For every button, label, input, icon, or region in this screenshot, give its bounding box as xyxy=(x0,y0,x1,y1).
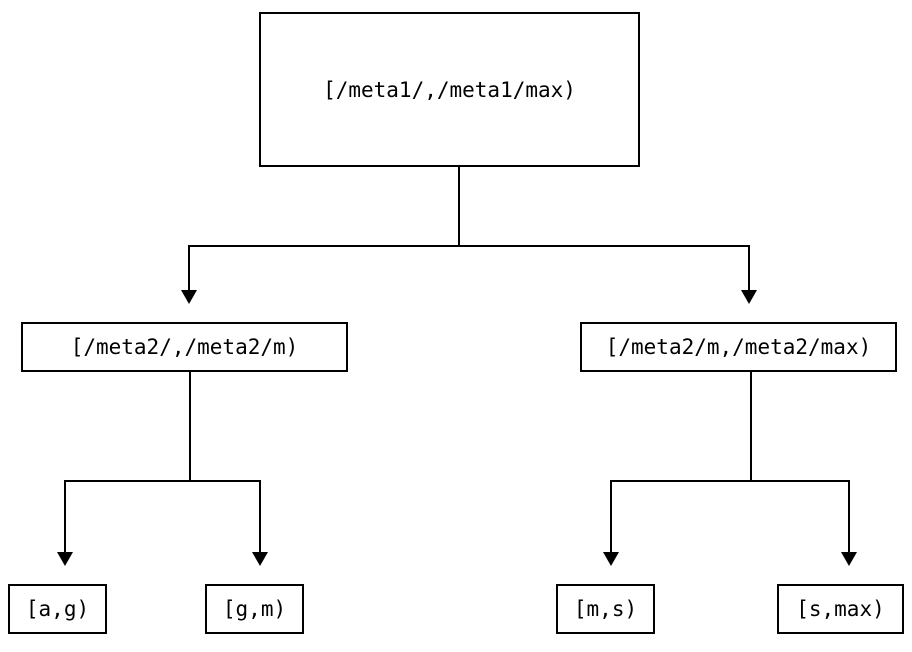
node-leaf-2[interactable]: [g,m) xyxy=(205,584,304,634)
node-leaf-4[interactable]: [s,max) xyxy=(777,584,904,634)
edge-mid-right-bus xyxy=(610,480,850,482)
edge-root-bus xyxy=(188,245,750,247)
edge-mid-left-to-leaf-1 xyxy=(64,480,66,552)
arrowhead-root-to-mid-left-icon xyxy=(181,290,197,304)
node-leaf-1[interactable]: [a,g) xyxy=(8,584,107,634)
edge-root-trunk xyxy=(458,167,460,247)
edge-mid-right-to-leaf-3 xyxy=(610,480,612,552)
arrowhead-to-leaf-4-icon xyxy=(841,552,857,566)
node-mid-right[interactable]: [/meta2/m,/meta2/max) xyxy=(580,322,897,372)
edge-mid-right-trunk xyxy=(750,372,752,482)
edge-root-to-mid-right xyxy=(748,245,750,290)
arrowhead-to-leaf-3-icon xyxy=(603,552,619,566)
arrowhead-to-leaf-2-icon xyxy=(252,552,268,566)
arrowhead-root-to-mid-right-icon xyxy=(741,290,757,304)
node-mid-right-label: [/meta2/m,/meta2/max) xyxy=(605,335,872,359)
edge-mid-left-bus xyxy=(64,480,261,482)
node-leaf-2-label: [g,m) xyxy=(222,597,287,621)
edge-root-to-mid-left xyxy=(188,245,190,290)
edge-mid-left-trunk xyxy=(189,372,191,482)
node-leaf-1-label: [a,g) xyxy=(25,597,90,621)
edge-mid-left-to-leaf-2 xyxy=(259,480,261,552)
node-root[interactable]: [/meta1/,/meta1/max) xyxy=(259,12,640,167)
arrowhead-to-leaf-1-icon xyxy=(57,552,73,566)
node-mid-left[interactable]: [/meta2/,/meta2/m) xyxy=(21,322,348,372)
edge-mid-right-to-leaf-4 xyxy=(848,480,850,552)
node-root-label: [/meta1/,/meta1/max) xyxy=(323,77,576,102)
node-leaf-3[interactable]: [m,s) xyxy=(556,584,655,634)
node-leaf-4-label: [s,max) xyxy=(796,597,885,621)
node-leaf-3-label: [m,s) xyxy=(573,597,638,621)
node-mid-left-label: [/meta2/,/meta2/m) xyxy=(70,335,299,359)
